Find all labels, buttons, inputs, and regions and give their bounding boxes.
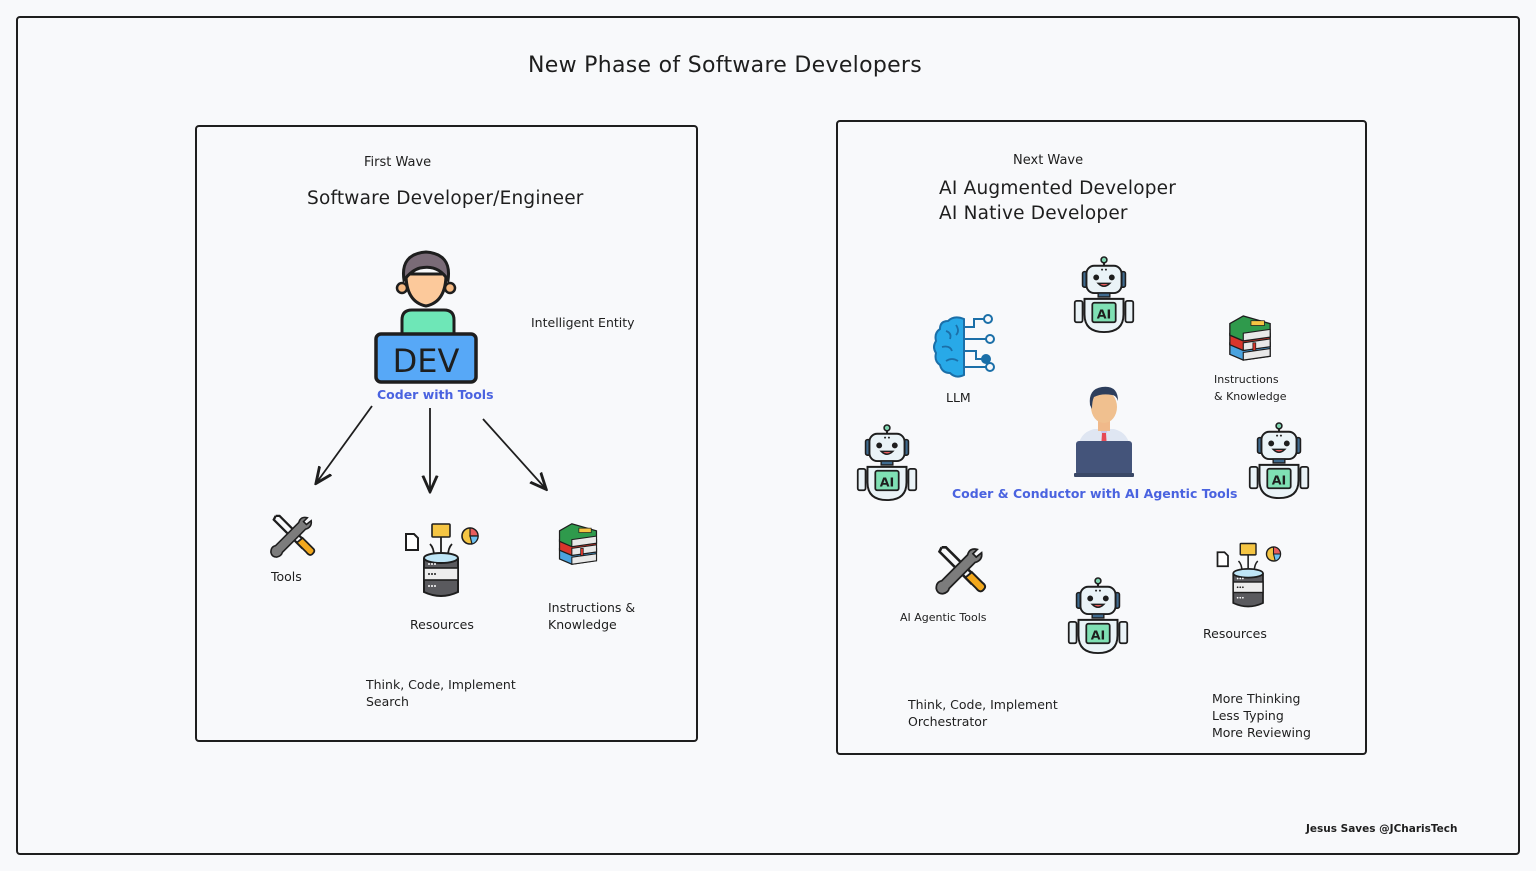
arrow-to-knowledge bbox=[482, 418, 545, 488]
tools-icon bbox=[933, 543, 987, 597]
books-icon bbox=[1225, 314, 1275, 362]
first-wave-kicker: First Wave bbox=[364, 155, 432, 170]
first-wave-item-tools: Tools bbox=[271, 569, 302, 584]
outer-frame bbox=[16, 16, 1520, 855]
first-wave-center-caption: Coder with Tools bbox=[377, 387, 494, 402]
first-wave-footer: Think, Code, Implement Search bbox=[366, 677, 516, 709]
developer-laptop-icon bbox=[1072, 383, 1136, 479]
next-wave-kicker: Next Wave bbox=[1013, 153, 1084, 168]
brain-circuit-icon bbox=[932, 313, 996, 383]
arrow-to-tools bbox=[317, 405, 373, 482]
ai-robot-icon-bottom bbox=[1066, 577, 1130, 655]
ai-robot-icon-top bbox=[1072, 256, 1136, 334]
next-wave-item-resources: Resources bbox=[1203, 626, 1267, 641]
ai-robot-icon-left bbox=[855, 424, 919, 502]
next-wave-item-agentic-tools: AI Agentic Tools bbox=[900, 611, 987, 624]
next-wave-center-caption: Coder & Conductor with AI Agentic Tools bbox=[952, 486, 1238, 501]
first-wave-item-knowledge: Instructions & Knowledge bbox=[548, 600, 636, 632]
first-wave-panel bbox=[195, 125, 698, 742]
dev-label: DEV bbox=[393, 342, 460, 380]
first-wave-heading: Software Developer/Engineer bbox=[307, 188, 584, 209]
database-resources-icon bbox=[1214, 540, 1284, 610]
tools-icon bbox=[268, 512, 316, 560]
database-resources-icon bbox=[402, 520, 482, 600]
intelligent-entity-label: Intelligent Entity bbox=[531, 315, 635, 330]
dev-person-icon: DEV bbox=[372, 250, 482, 386]
credit-label: Jesus Saves @JCharisTech bbox=[1306, 823, 1458, 835]
books-icon bbox=[556, 522, 600, 566]
next-wave-footer-left: Think, Code, Implement Orchestrator bbox=[908, 697, 1058, 729]
next-wave-heading: AI Augmented Developer AI Native Develop… bbox=[939, 178, 1177, 224]
first-wave-item-resources: Resources bbox=[410, 617, 474, 632]
next-wave-item-knowledge: Instructions & Knowledge bbox=[1214, 373, 1287, 403]
next-wave-panel bbox=[836, 120, 1367, 755]
next-wave-item-llm: LLM bbox=[946, 390, 971, 405]
next-wave-footer-right: More Thinking Less Typing More Reviewing bbox=[1212, 691, 1311, 740]
page-title: New Phase of Software Developers bbox=[528, 53, 923, 78]
ai-robot-icon-right bbox=[1247, 422, 1311, 500]
